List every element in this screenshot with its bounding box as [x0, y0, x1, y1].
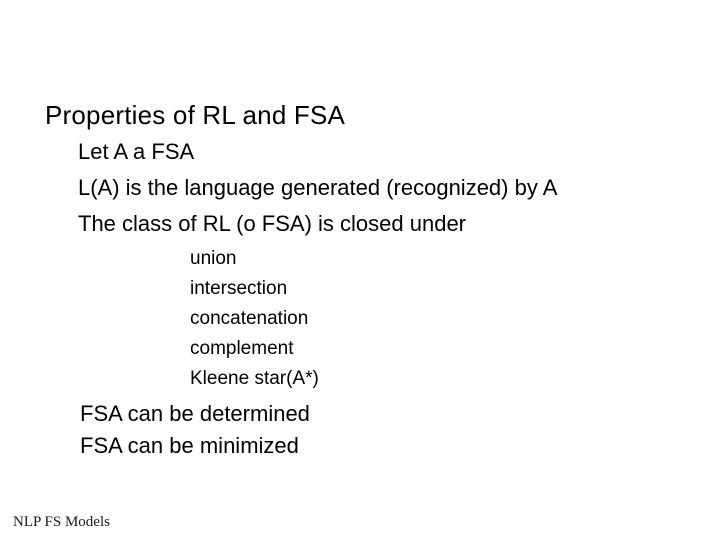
result-line: FSA can be determined [80, 401, 310, 426]
closure-item: concatenation [190, 308, 309, 329]
closure-item: intersection [190, 278, 288, 299]
body-line: Let A a FSA [78, 139, 195, 164]
closure-properties-list: union intersection concatenation complem… [190, 244, 319, 394]
slide-body: Let A a FSA L(A) is the language generat… [78, 134, 557, 242]
slide-results: FSA can be determined FSA can be minimiz… [80, 398, 310, 462]
closure-item: Kleene star(A*) [190, 368, 319, 389]
slide-title: Properties of RL and FSA [45, 100, 346, 130]
body-line: L(A) is the language generated (recogniz… [78, 175, 558, 200]
closure-item: complement [190, 338, 294, 359]
body-line: The class of RL (o FSA) is closed under [78, 211, 467, 236]
closure-item: union [190, 248, 237, 269]
result-line: FSA can be minimized [80, 433, 299, 458]
footer-text: NLP FS Models [13, 514, 110, 530]
